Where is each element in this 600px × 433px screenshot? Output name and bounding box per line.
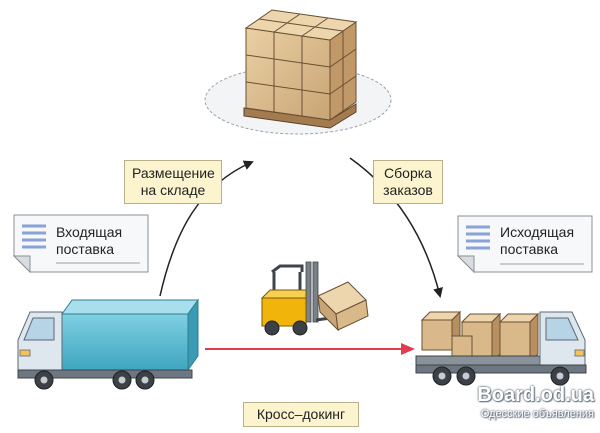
inbound-document-icon	[12, 214, 149, 274]
label-warehouse-placement-line2: на складе	[140, 182, 206, 198]
label-cross-docking: Кросс–докинг	[243, 402, 359, 427]
watermark-site: Board.od.ua	[477, 384, 594, 406]
label-cross-docking-text: Кросс–докинг	[256, 406, 346, 422]
label-order-assembly-line1: Сборка	[384, 165, 432, 181]
warehouse-stack-illustration	[204, 9, 392, 135]
label-order-assembly-line2: заказов	[383, 182, 433, 198]
outbound-document-line2: поставка	[500, 241, 559, 257]
label-warehouse-placement-line1: Размещение	[132, 165, 215, 181]
inbound-document-text: Входящая поставка	[56, 224, 122, 258]
outbound-document-icon	[456, 215, 593, 274]
forklift-icon	[260, 261, 369, 336]
outbound-truck-icon	[415, 310, 587, 386]
label-warehouse-placement: Размещение на складе	[124, 160, 222, 204]
outbound-document-text: Исходящая поставка	[500, 224, 574, 258]
inbound-truck-icon	[17, 298, 199, 390]
arrow-warehouse-to-outbound	[349, 157, 443, 298]
outbound-document-line1: Исходящая	[500, 224, 575, 240]
inbound-document-line2: поставка	[56, 241, 115, 257]
arrow-inbound-to-warehouse	[159, 160, 254, 297]
inbound-document-line1: Входящая	[56, 224, 123, 240]
label-order-assembly: Сборка заказов	[373, 160, 443, 204]
watermark-tagline: Одесские объявления	[480, 408, 594, 420]
